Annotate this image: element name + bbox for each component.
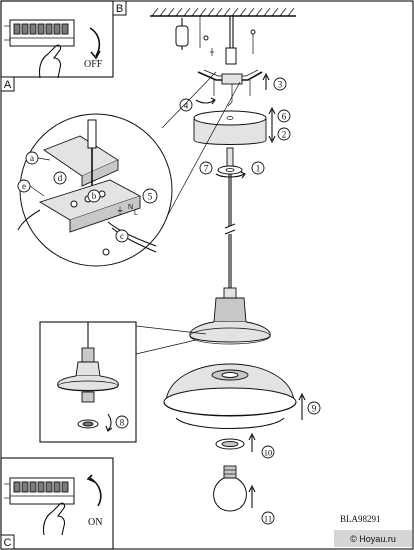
hand-icon [38,44,62,79]
panel-c-tag [0,534,15,550]
step-2-label: 2 [282,130,287,140]
step-10-label: 10 [264,448,273,458]
panel-c-frame [0,457,114,550]
step-3-marker: 3 [262,72,287,91]
terminal-l-mark: L [134,210,138,217]
curved-arrow-down-icon [89,27,101,57]
wire-d-label: d [58,173,63,183]
drill-icon [175,18,189,50]
panel-a-frame [0,0,114,78]
watermark-text: © Hoyau.ru [350,534,396,544]
panel-switch-on: C ON [0,457,114,550]
light-bulb-icon: 11 [213,465,275,525]
wire-e-label: e [22,181,26,191]
panel-c-label: C [4,537,12,549]
step-4-marker: 4 [179,97,216,112]
ceiling-fixings [199,16,256,65]
step-11-label: 11 [264,514,272,524]
ceiling-canopy [193,110,267,145]
step-8-label: 8 [120,418,125,428]
hand-icon [42,502,66,536]
detail-inset-assembled: 8 [39,321,207,443]
step-7-label: 7 [204,164,209,174]
suspension-cable [224,174,236,288]
canopy-collar [217,147,243,175]
main-shade [163,363,297,429]
model-code: BLA98291 [340,514,381,524]
curved-arrow-up-icon [89,477,102,507]
panel-switch-off: B A OFF [0,0,127,92]
step-9-marker: 9 [298,392,321,420]
panel-b-label: B [116,3,123,15]
panel-b-tag [112,0,127,16]
terminal-earth-mark: ⏚ [116,206,124,215]
breaker-strip-on [4,477,75,505]
switch-on-label: ON [88,517,102,528]
step-5-label: 5 [148,192,153,202]
shade-ring: 10 [215,432,275,459]
step-4-label: 4 [184,101,189,111]
watermark: © Hoyau.ru [334,530,412,547]
step-9-label: 9 [312,404,317,414]
step-6-label: 6 [282,112,287,122]
wiring-detail-circle: a d b e c ⏚ N L 5 [17,71,241,267]
wire-a-label: a [30,153,34,163]
wire-b-label: b [92,191,97,201]
upper-shade [189,287,271,345]
panel-a-tag [0,76,15,92]
mounting-bracket [197,69,263,107]
panel-a-label: A [4,79,12,91]
step-3-label: 3 [278,80,283,90]
breaker-strip-off [4,19,75,47]
step-7-1-marker: 7 1 [199,161,265,179]
wire-c-label: c [120,231,124,241]
switch-off-label: OFF [84,59,103,70]
ceiling [150,7,296,17]
step-1-label: 1 [256,164,261,174]
terminal-n-mark: N [128,204,133,211]
step-6-2-marker: 6 2 [268,106,291,144]
